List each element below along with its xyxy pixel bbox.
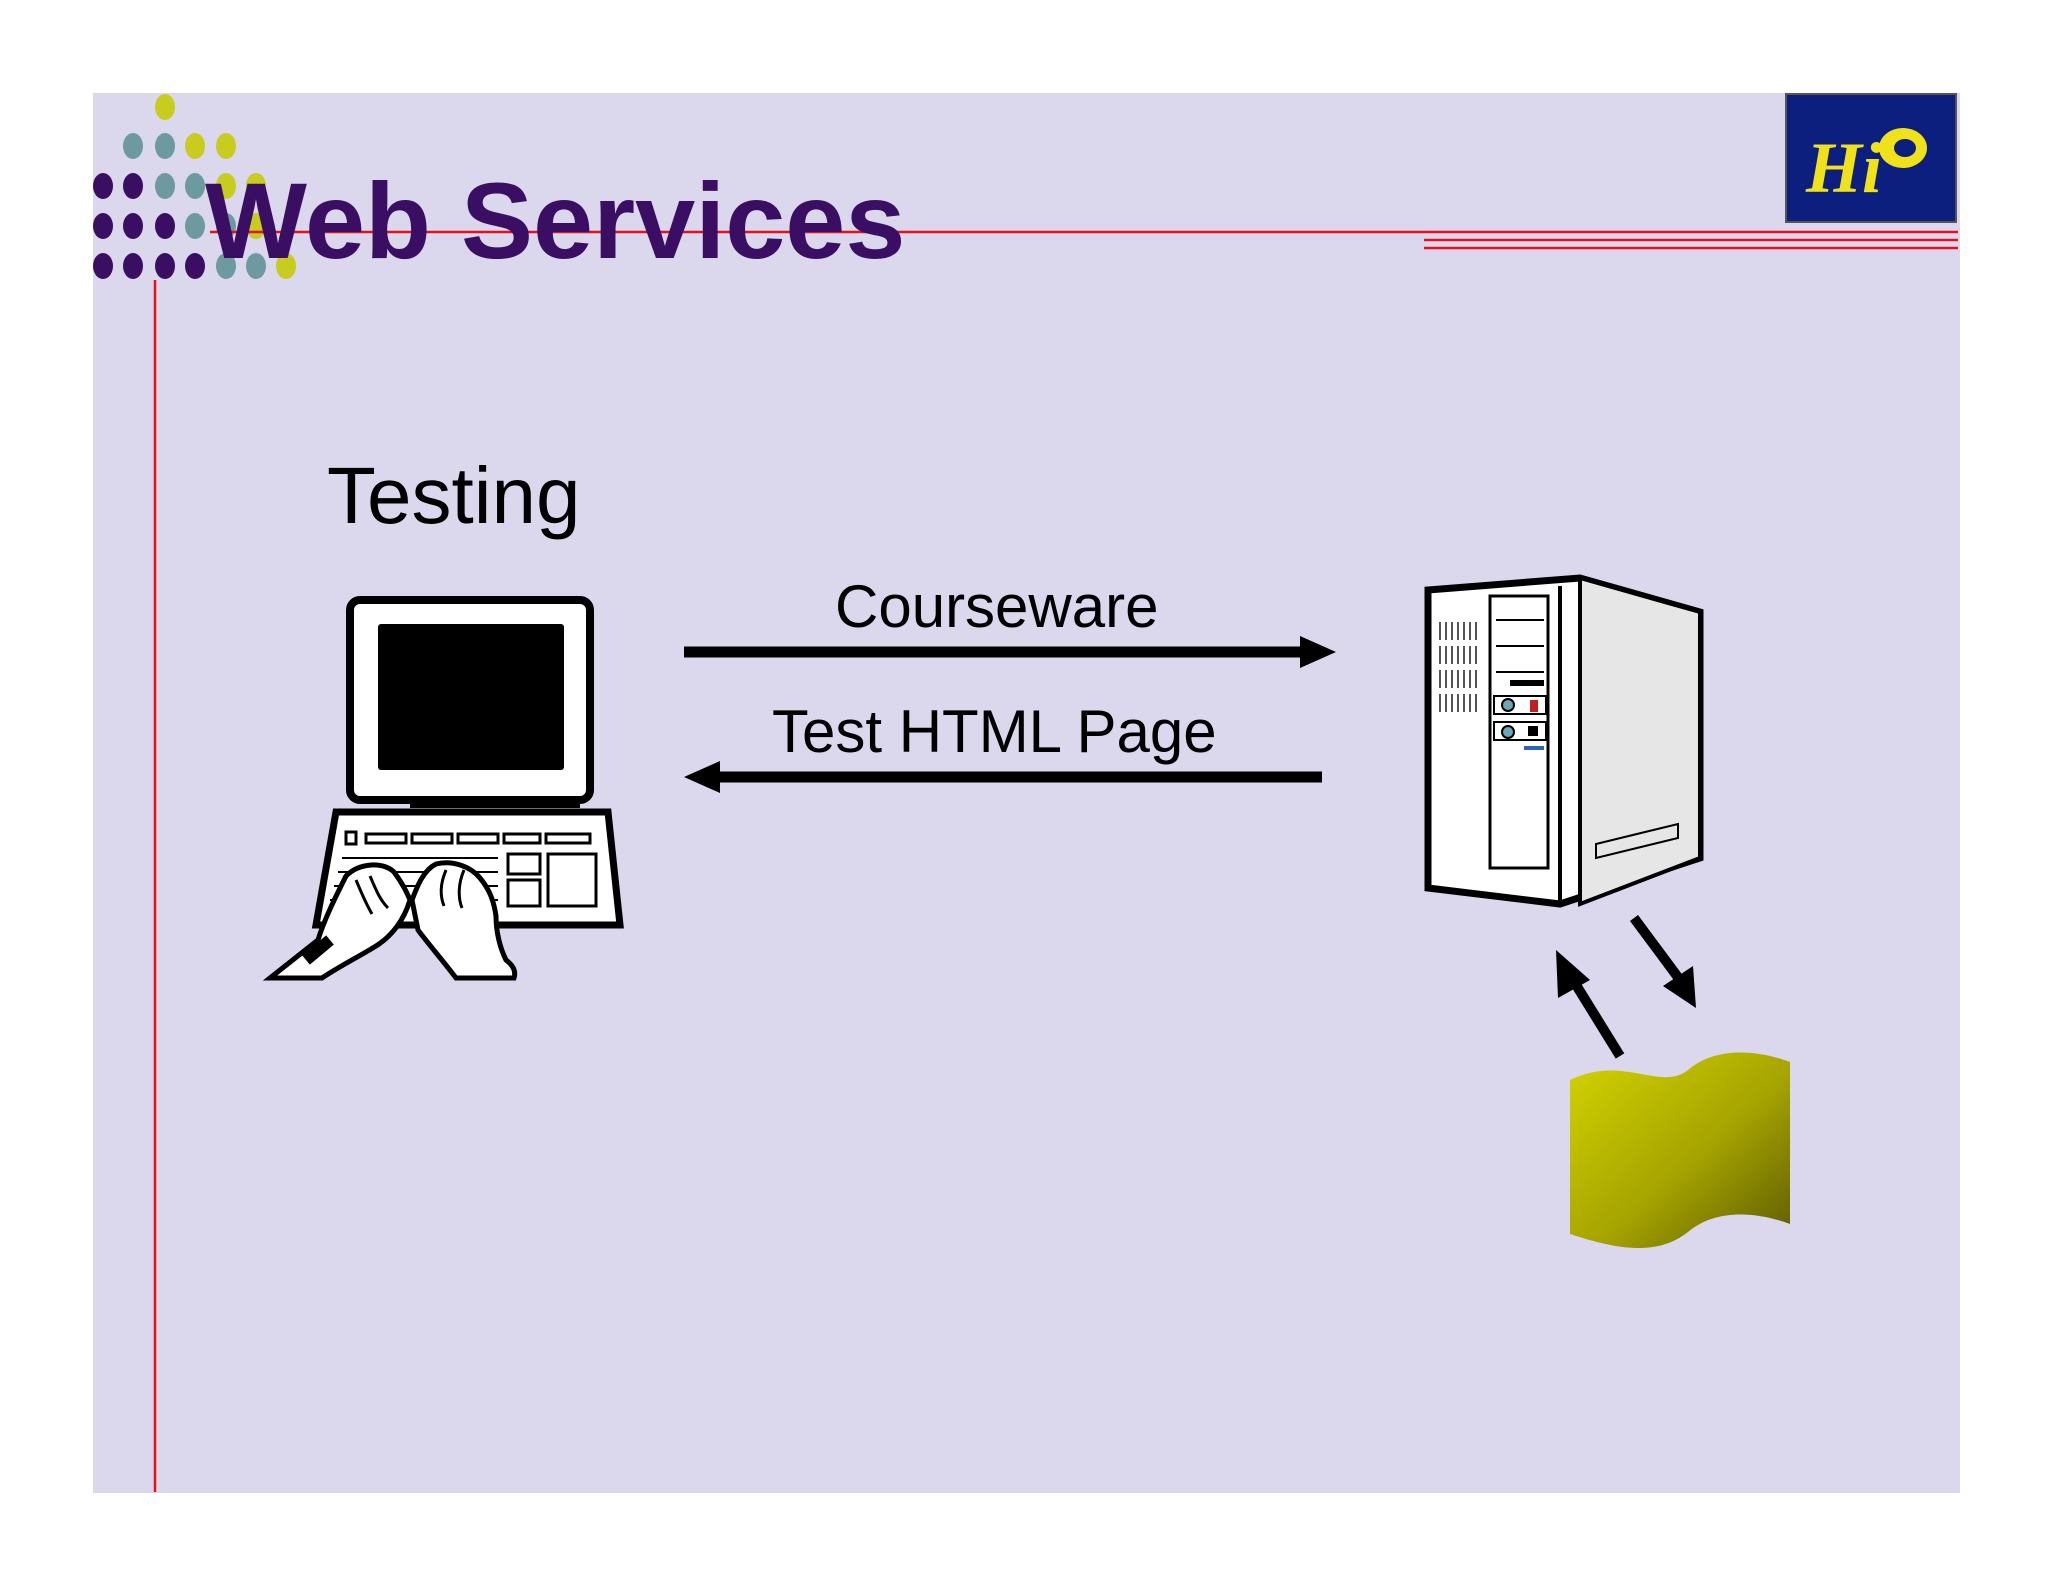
svg-text:Hi: Hi [1805, 128, 1882, 208]
slide-title: Web Services [205, 160, 905, 281]
school-logo-icon: Hi [1785, 93, 1957, 223]
server-to-database-arrow [1629, 915, 1696, 1008]
computer-with-typing-hands-icon [262, 596, 624, 981]
request-arrow [684, 636, 1336, 668]
server-tower-icon [1424, 574, 1704, 908]
database-to-server-arrow [1556, 950, 1625, 1059]
database-flag-icon [1570, 1052, 1790, 1248]
response-label: Test HTML Page [772, 698, 1217, 765]
decorative-dot-cluster [93, 94, 296, 279]
title-rule-lines [153, 230, 1958, 1492]
client-label: Testing [327, 451, 580, 540]
response-arrow [684, 761, 1322, 793]
request-label: Courseware [835, 573, 1158, 640]
